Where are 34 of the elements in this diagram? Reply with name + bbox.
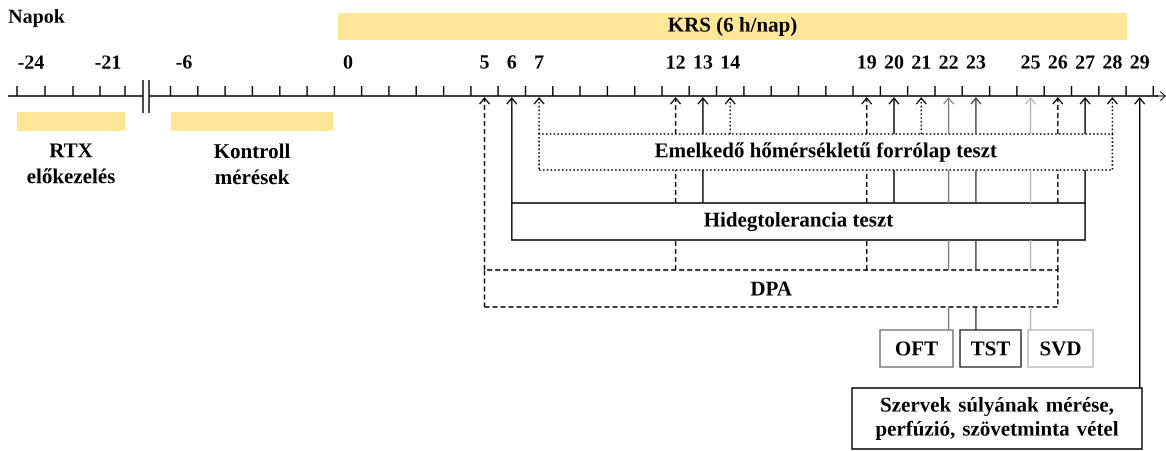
arrow <box>1106 97 1119 135</box>
arrow <box>697 97 709 204</box>
arrow <box>669 97 682 271</box>
arrow <box>506 97 518 204</box>
arrow <box>861 97 873 271</box>
test-box: DPA <box>483 269 1059 308</box>
arrow <box>888 97 900 204</box>
test-box: OFT <box>879 329 954 368</box>
arrow <box>1134 97 1146 389</box>
arrow <box>942 97 955 331</box>
tick-label: -24 <box>18 55 44 69</box>
arrow <box>724 97 736 135</box>
timeline-band: KRS (6 h/nap) <box>338 13 1127 40</box>
procedure-box: Szervek súlyának mérése, perfúzió, szövetminta vétel <box>851 387 1143 450</box>
tick-label: 29 <box>1130 55 1149 69</box>
arrow <box>1024 97 1037 331</box>
node-label: RTX előkezelés <box>27 143 115 184</box>
timeline-band: Kontroll mérések <box>171 112 333 185</box>
test-box: TST <box>959 329 1022 368</box>
arrow <box>478 97 491 271</box>
timeline-band: RTX előkezelés <box>17 112 125 184</box>
arrow <box>1052 97 1064 271</box>
tick-label: 0 <box>343 55 353 69</box>
test-box: SVD <box>1027 329 1094 368</box>
tick-label: -6 <box>176 55 192 69</box>
test-box: Emelkedő hőmérsékletű forrólap teszt <box>538 133 1114 171</box>
node-label: Kontroll mérések <box>214 143 290 185</box>
arrow <box>970 97 982 331</box>
arrow <box>533 97 545 135</box>
axis-title: Napok <box>8 8 65 28</box>
test-box: Hidegtolerancia teszt <box>511 202 1086 241</box>
tick-label: -21 <box>95 55 121 69</box>
arrow <box>915 97 927 135</box>
arrow <box>1079 97 1091 204</box>
